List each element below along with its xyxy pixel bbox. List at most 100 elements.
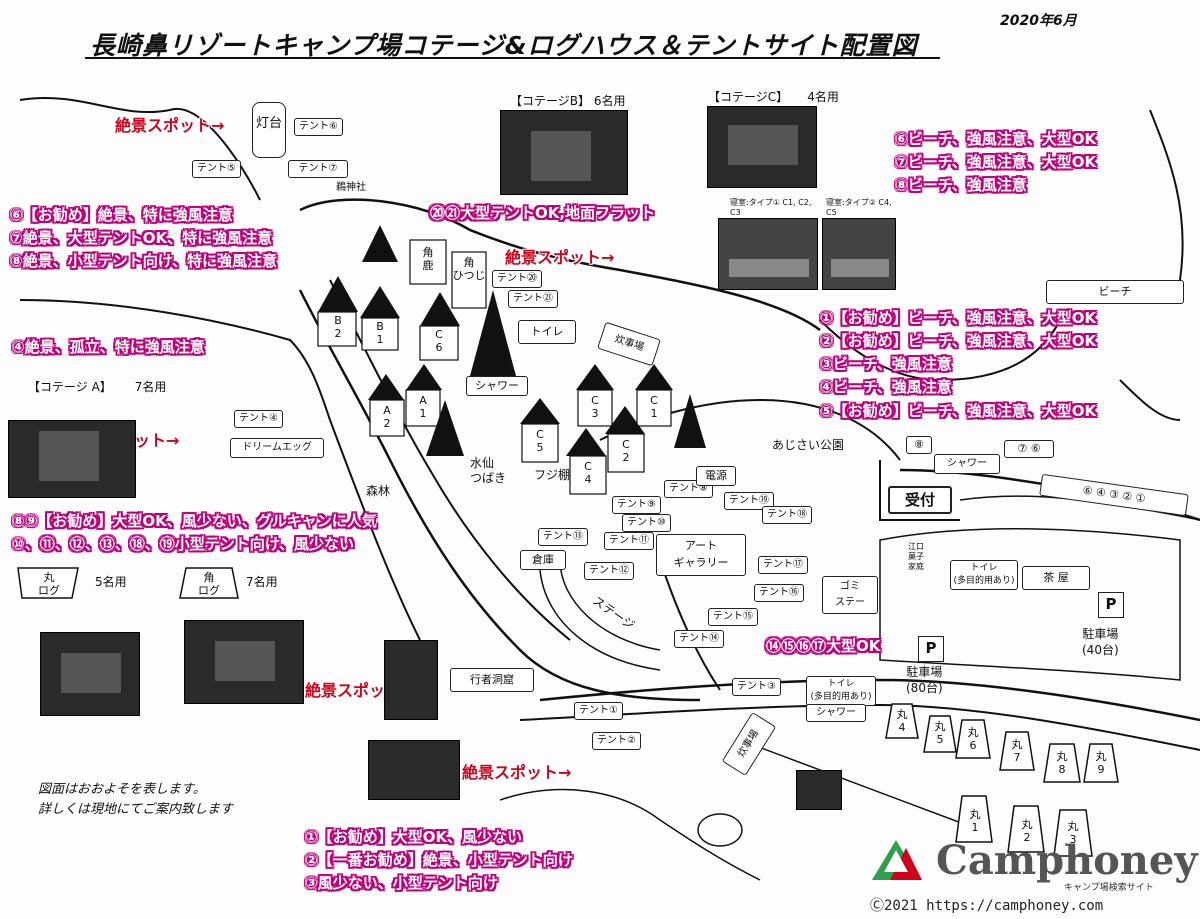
site-note: ①【お勧め】ビーチ、強風注意、大型OK — [820, 309, 1097, 327]
maru-log-photo — [40, 632, 140, 716]
tent-site[interactable]: テント⑩ — [622, 514, 671, 532]
shower-building[interactable]: シャワー — [934, 454, 1000, 474]
cottage-icon: B 1 — [376, 320, 384, 346]
site-note: ⑤【お勧め】ビーチ、強風注意、大型OK — [820, 402, 1097, 420]
cottage-icon: C 3 — [591, 394, 599, 420]
tent-site[interactable]: テント⑬ — [538, 528, 588, 546]
tent-site[interactable]: テント⑮ — [708, 608, 758, 626]
map-title: 長崎鼻リゾートキャンプ場コテージ&ログハウス＆テントサイト配置図 — [90, 31, 918, 60]
tent-site[interactable]: テント③ — [732, 678, 781, 696]
shrine-label: 鵜神社 — [336, 182, 366, 193]
camphoney-logo[interactable]: Camphoney — [936, 837, 1198, 884]
cottage-icon: C 4 — [584, 460, 592, 486]
art-gallery[interactable]: アート ギャラリー — [656, 534, 746, 576]
rock-photo — [368, 740, 460, 800]
maru-hut-icon: 丸 7 — [1011, 738, 1023, 764]
cottage-b-photo — [500, 110, 628, 195]
cottage-icon: C 1 — [650, 394, 658, 420]
forest-label: 森林 — [366, 484, 391, 498]
tent-site[interactable]: テント⑥ — [294, 118, 343, 136]
cottage-icon: C 5 — [536, 428, 544, 454]
bedroom-photo — [718, 218, 818, 290]
site-note: ⑧ビーチ、強風注意 — [895, 176, 1027, 194]
tent-site[interactable]: テント⑱ — [762, 506, 812, 524]
cottage-c-name: 【コテージC】 — [708, 90, 789, 104]
dream-egg-label[interactable]: ドリームエッグ — [230, 438, 324, 458]
site-note: ②【一番お勧め】絶景、小型テント向け — [305, 851, 573, 869]
site-note: ④ビーチ、強風注意 — [820, 378, 952, 396]
site-note: ②【お勧め】ビーチ、強風注意、大型OK — [820, 332, 1097, 350]
cottage-icon: A 2 — [383, 404, 391, 430]
copyright[interactable]: Ⓒ2021 https://camphoney.com — [870, 898, 1104, 914]
shower-building[interactable]: シャワー — [806, 704, 866, 722]
tent-site[interactable]: テント⑭ — [674, 630, 724, 648]
reception-building[interactable]: 受付 — [888, 486, 952, 514]
tent-site[interactable]: ⑧ — [906, 436, 932, 454]
bedroom-type-1: 寝室:タイプ① C1, C2, C3 — [730, 198, 812, 217]
site-note: ④絶景、孤立、特に強風注意 — [12, 338, 205, 356]
tent-site[interactable]: テント⑯ — [754, 584, 804, 602]
toilet-building[interactable]: トイレ (多目的用あり) — [950, 560, 1018, 590]
tent-site[interactable]: テント⑰ — [758, 556, 808, 574]
kaku-hut-icon: 角 ひつじ — [452, 256, 486, 282]
site-note: ⑳㉑大型テントOK,地面フラット — [430, 204, 656, 222]
cottage-icon: A 1 — [419, 394, 427, 420]
maru-hut-icon: 丸 4 — [896, 708, 908, 734]
scenic-spot-label: 絶景スポット→ — [505, 248, 615, 267]
site-note: ⑭⑮⑯⑰大型OK — [766, 637, 881, 655]
maru-hut-icon: 丸 3 — [1067, 820, 1079, 846]
camphoney-tagline: キャンプ場検索サイト — [1064, 883, 1154, 893]
tent-site[interactable]: テント⑨ — [612, 496, 661, 514]
tent-site[interactable]: テント⑦ — [288, 160, 348, 178]
edo-label: 江口 菓子 家庭 — [908, 542, 924, 571]
tent-site[interactable]: テント④ — [234, 410, 283, 428]
toilet-building[interactable]: トイレ (多目的用あり) — [806, 676, 876, 706]
power-outlet[interactable]: 電源 — [696, 466, 736, 486]
storage-building[interactable]: 倉庫 — [520, 550, 566, 570]
disclaimer: 図面はおおよそを表します。 詳しくは現地にてご案内致します — [38, 780, 233, 820]
lighthouse-icon: 灯台 — [252, 102, 286, 158]
tea-house[interactable]: 茶 屋 — [1022, 566, 1090, 590]
tent-site[interactable]: テント⑫ — [584, 562, 634, 580]
cottage-icon: B 2 — [334, 314, 342, 340]
tent-site-group[interactable]: ⑦ ⑥ — [1004, 440, 1054, 458]
parking-icon: P — [1098, 592, 1124, 618]
cave-photo — [384, 640, 438, 720]
tent-site[interactable]: テント⑲ — [724, 492, 774, 510]
site-note: ⑥【お勧め】絶景、特に強風注意 — [10, 206, 233, 224]
site-note: ⑧⑨【お勧め】大型OK、風少ない、グルキャンに人気 — [12, 512, 377, 530]
disclaimer-line: 図面はおおよそを表します。 — [38, 782, 206, 797]
gyoja-cave[interactable]: 行者洞窟 — [450, 668, 534, 692]
site-note: ⑩、⑪、⑫、⑬、⑱、⑲小型テント向け、風少ない — [12, 535, 354, 553]
maru-log-capacity: 5名用 — [95, 575, 127, 589]
tent-site[interactable]: テント⑤ — [192, 160, 241, 178]
tent-site[interactable]: テント① — [574, 702, 623, 720]
kaku-log-capacity: 7名用 — [246, 575, 278, 589]
maru-hut-icon: 丸 1 — [969, 808, 981, 834]
tent-site[interactable]: テント② — [592, 732, 641, 750]
parking-label: 駐車場 (80台) — [906, 665, 943, 695]
tent-site[interactable]: テント⑳ — [492, 270, 542, 288]
parking-label: 駐車場 (40台) — [1082, 627, 1119, 657]
cottage-a-capacity: 7名用 — [134, 380, 167, 394]
maru-hut-icon: 丸 6 — [967, 726, 979, 752]
rock-photo — [796, 770, 842, 810]
cottage-b-label: 【コテージB】 6名用 — [510, 92, 625, 109]
parking-icon: P — [918, 636, 944, 662]
kaku-log-icon: 角 ログ — [198, 571, 220, 597]
maru-hut-icon: 丸 5 — [934, 720, 946, 746]
scenic-spot-label: 絶景スポット→ — [115, 116, 225, 135]
garbage-station[interactable]: ゴミ ステー — [822, 576, 878, 614]
disclaimer-line: 詳しくは現地にてご案内致します — [38, 802, 234, 817]
cottage-c-capacity: 4名用 — [807, 90, 839, 104]
bedroom-type-2: 寝室:タイプ② C4, C5 — [826, 198, 892, 217]
toilet-building[interactable]: トイレ — [518, 320, 576, 344]
tent-site[interactable]: テント㉑ — [508, 290, 558, 308]
cottage-a-label: 【コテージ A】 7名用 — [28, 378, 166, 395]
shower-building[interactable]: シャワー — [466, 376, 528, 396]
cottage-b-capacity: 6名用 — [593, 94, 626, 108]
cottage-a-name: 【コテージ A】 — [28, 380, 112, 394]
maru-hut-icon: 丸 9 — [1095, 750, 1107, 776]
tent-site[interactable]: テント⑪ — [604, 532, 654, 550]
